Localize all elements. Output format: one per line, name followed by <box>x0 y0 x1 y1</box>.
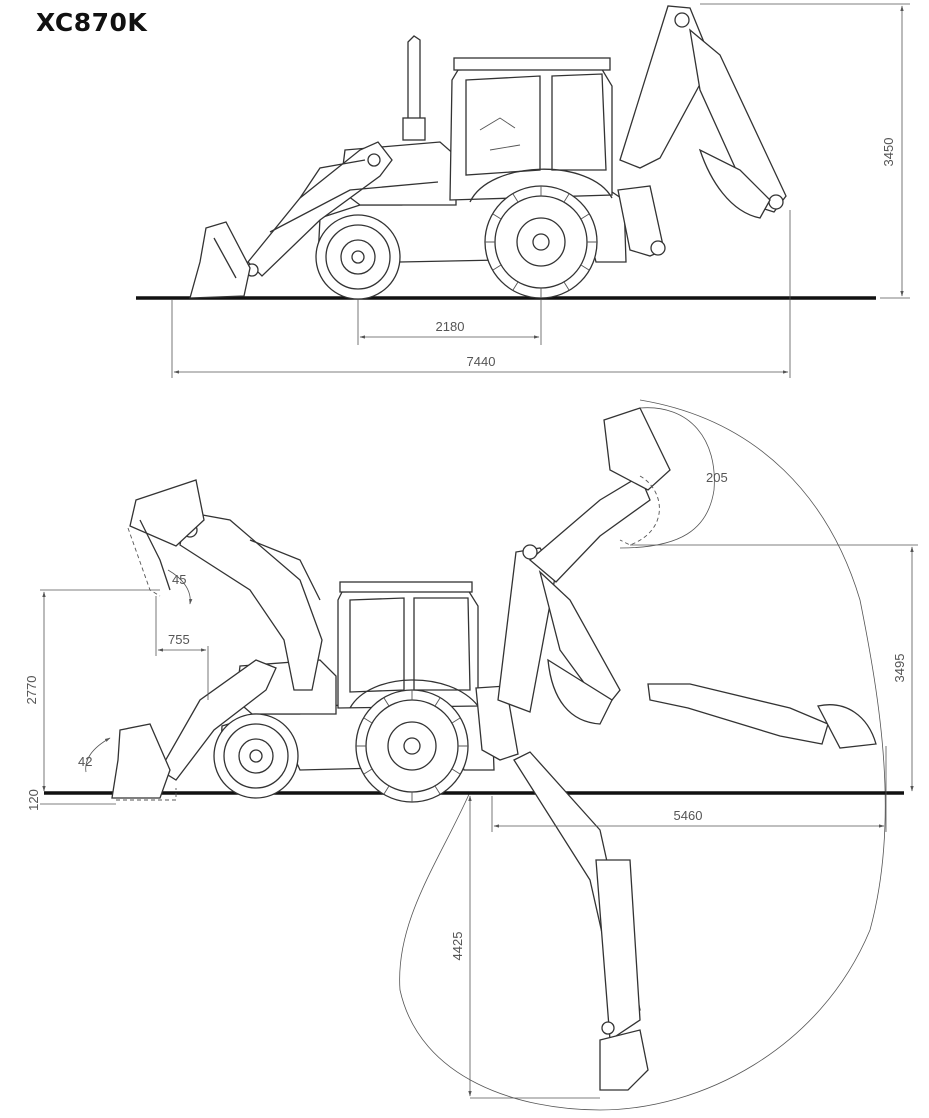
dim-label-length-overall: 7440 <box>467 354 496 369</box>
dim-dump-reach: 755 <box>155 596 209 700</box>
dim-label-dump-reach: 755 <box>168 632 190 647</box>
dim-label-loading-height: 3495 <box>892 654 907 683</box>
dim-dump-angle: 45 <box>167 569 193 605</box>
machine-top <box>189 5 787 300</box>
dim-height-overall: 3450 <box>700 3 910 299</box>
dim-length-overall: 7440 <box>171 210 791 378</box>
dim-label-below-grade: 120 <box>26 789 41 811</box>
dim-label-dump-height: 2770 <box>24 676 39 705</box>
dim-label-rollback-angle: 42 <box>78 754 92 769</box>
dim-label-bucket-rotation: 205 <box>706 470 728 485</box>
bottom-working-range: 45 755 2770 42 120 205 <box>24 399 918 1111</box>
dim-below-grade: 120 <box>26 789 116 811</box>
dim-digging-depth: 4425 <box>450 795 600 1099</box>
model-title: XC870K <box>36 8 148 37</box>
dim-label-dump-angle: 45 <box>172 572 186 587</box>
machine-bottom <box>111 407 877 1091</box>
dim-label-wheelbase: 2180 <box>436 319 465 334</box>
dim-label-reach: 5460 <box>674 808 703 823</box>
dim-label-digging-depth: 4425 <box>450 932 465 961</box>
dim-bucket-rotation: 205 <box>619 407 728 549</box>
top-side-elevation: 3450 2180 7440 <box>136 3 910 378</box>
dim-label-height-overall: 3450 <box>881 138 896 167</box>
dim-rollback-angle: 42 <box>78 737 111 773</box>
dim-wheelbase: 2180 <box>357 300 542 345</box>
dim-loading-height: 3495 <box>630 544 918 792</box>
dim-dump-height: 2770 <box>24 589 160 792</box>
dim-reach: 5460 <box>491 746 887 832</box>
